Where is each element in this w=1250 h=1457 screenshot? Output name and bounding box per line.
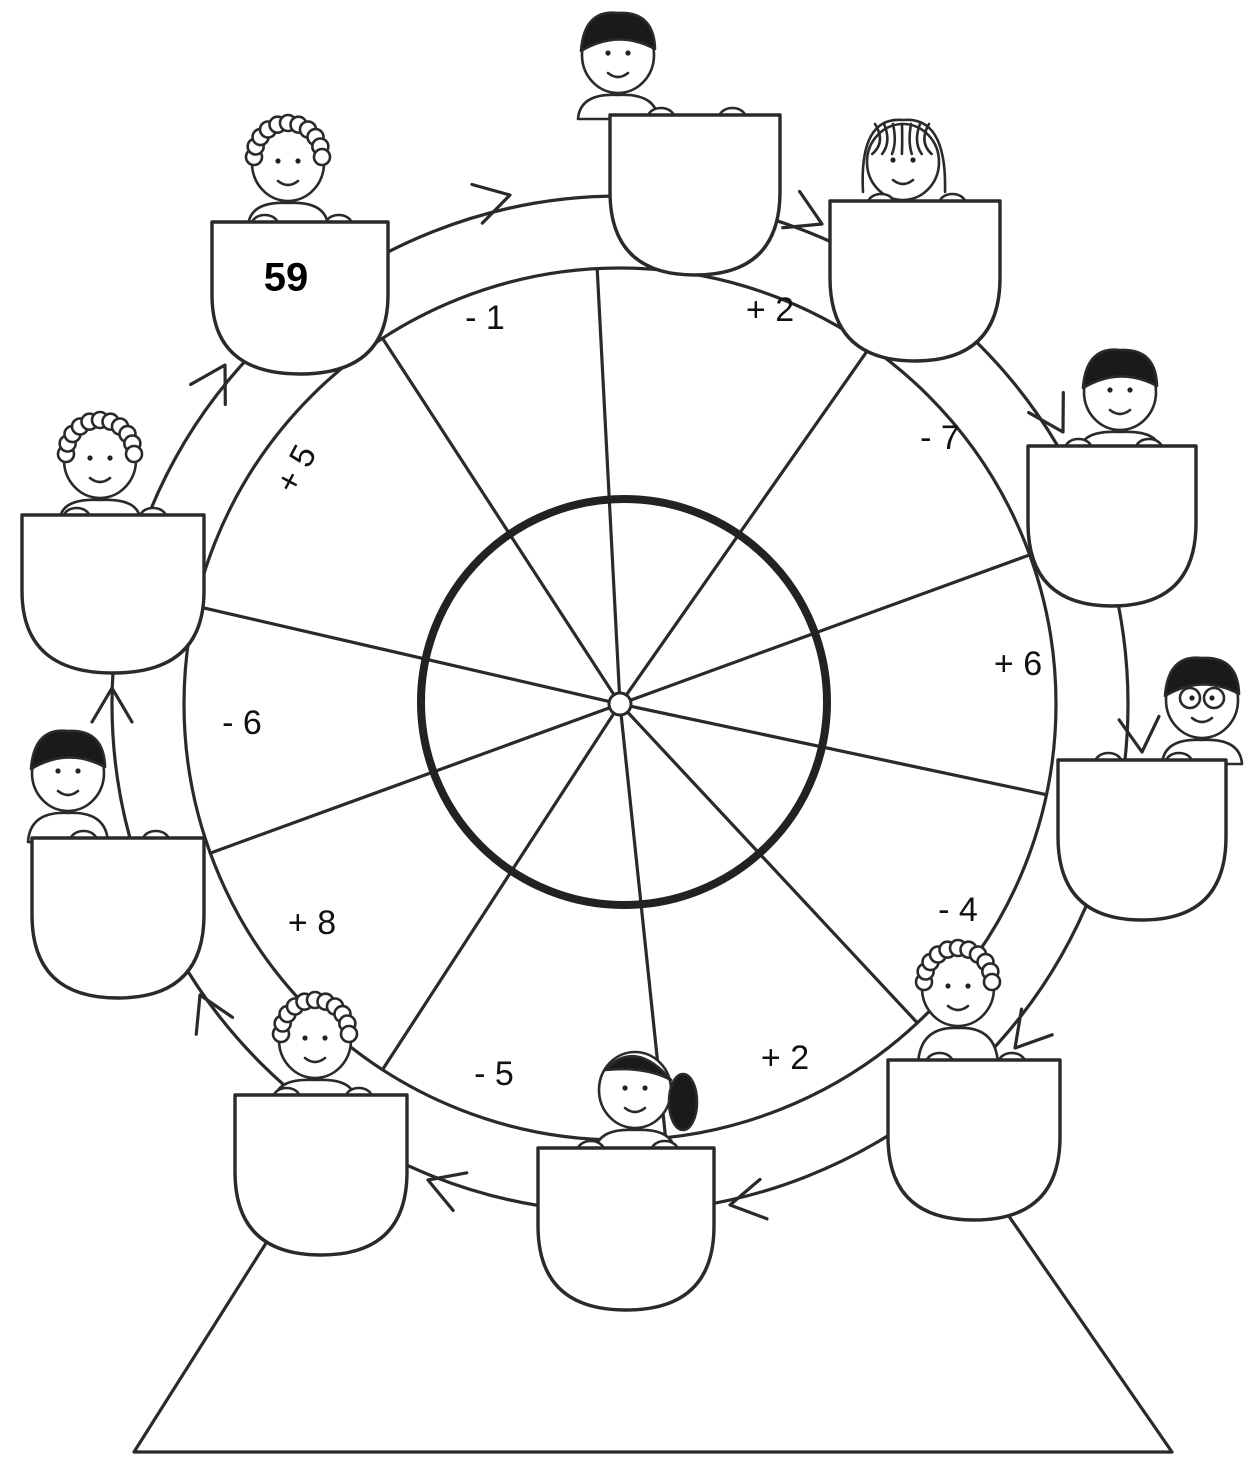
cabins: 59	[22, 13, 1242, 1310]
child-icon	[1095, 658, 1242, 771]
operation-label-7: - 5	[474, 1055, 514, 1093]
spoke-1	[597, 269, 619, 692]
operation-label-1: - 1	[465, 299, 505, 337]
spoke-8	[210, 708, 608, 853]
operation-label-5: - 4	[938, 891, 978, 929]
child-icon	[58, 412, 166, 526]
cabin-7	[235, 992, 407, 1255]
cabin-1	[578, 13, 780, 275]
arrow-icon	[727, 1179, 767, 1224]
operation-label-2: + 2	[746, 291, 794, 329]
arrow-icon	[783, 192, 831, 243]
child-icon	[916, 940, 1025, 1071]
operation-label-3: - 7	[920, 419, 960, 457]
cabin-2	[830, 120, 1000, 361]
hub-center	[609, 693, 631, 715]
child-icon	[1065, 350, 1162, 457]
operation-label-8: + 8	[288, 904, 336, 942]
cabin-3	[1028, 350, 1196, 606]
spoke-10	[383, 338, 614, 694]
cabin-10: 59	[212, 115, 388, 374]
operation-label-10: + 5	[268, 439, 324, 499]
arrow-icon	[182, 987, 233, 1035]
start-value: 59	[264, 255, 309, 299]
child-icon	[578, 1052, 697, 1159]
child-icon	[273, 992, 372, 1106]
child-icon	[863, 120, 966, 212]
cabin-9	[22, 412, 204, 673]
operation-label-4: + 6	[994, 645, 1042, 683]
cabin-5	[888, 940, 1060, 1220]
child-icon	[246, 115, 352, 233]
cabin-4	[1058, 658, 1242, 920]
operation-label-9: - 6	[222, 704, 262, 742]
operation-label-6: + 2	[761, 1039, 809, 1077]
spoke-7	[383, 714, 614, 1070]
spoke-2	[627, 347, 870, 694]
cabin-6	[538, 1052, 714, 1310]
child-icon	[28, 731, 169, 849]
arrow-icon	[1029, 393, 1081, 442]
child-icon	[578, 13, 745, 126]
spoke-3	[631, 555, 1029, 700]
spoke-9	[195, 606, 608, 701]
